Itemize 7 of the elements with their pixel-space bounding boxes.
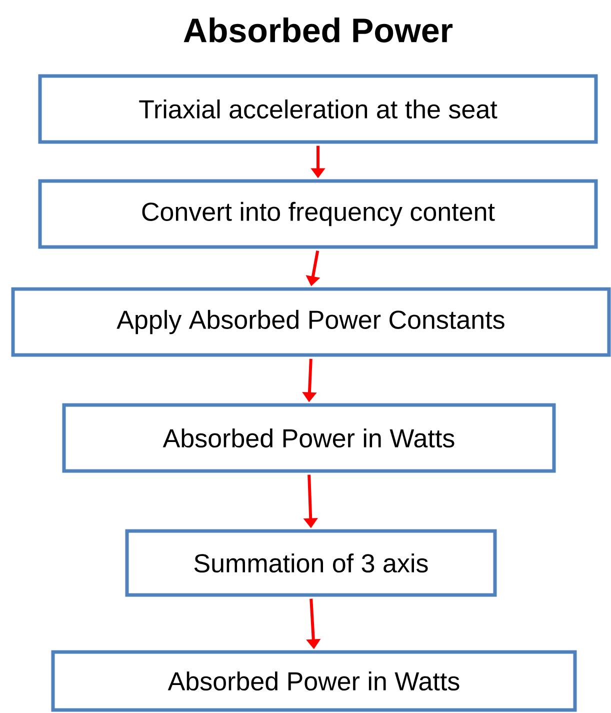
process-box: Apply Absorbed Power Constants [11, 287, 611, 357]
process-box: Convert into frequency content [38, 179, 598, 249]
process-box: Triaxial acceleration at the seat [38, 74, 598, 144]
process-box: Absorbed Power in Watts [51, 650, 577, 712]
title: Absorbed Power [184, 18, 453, 42]
process-box: Summation of 3 axis [125, 529, 497, 597]
process-box: Absorbed Power in Watts [62, 403, 556, 473]
